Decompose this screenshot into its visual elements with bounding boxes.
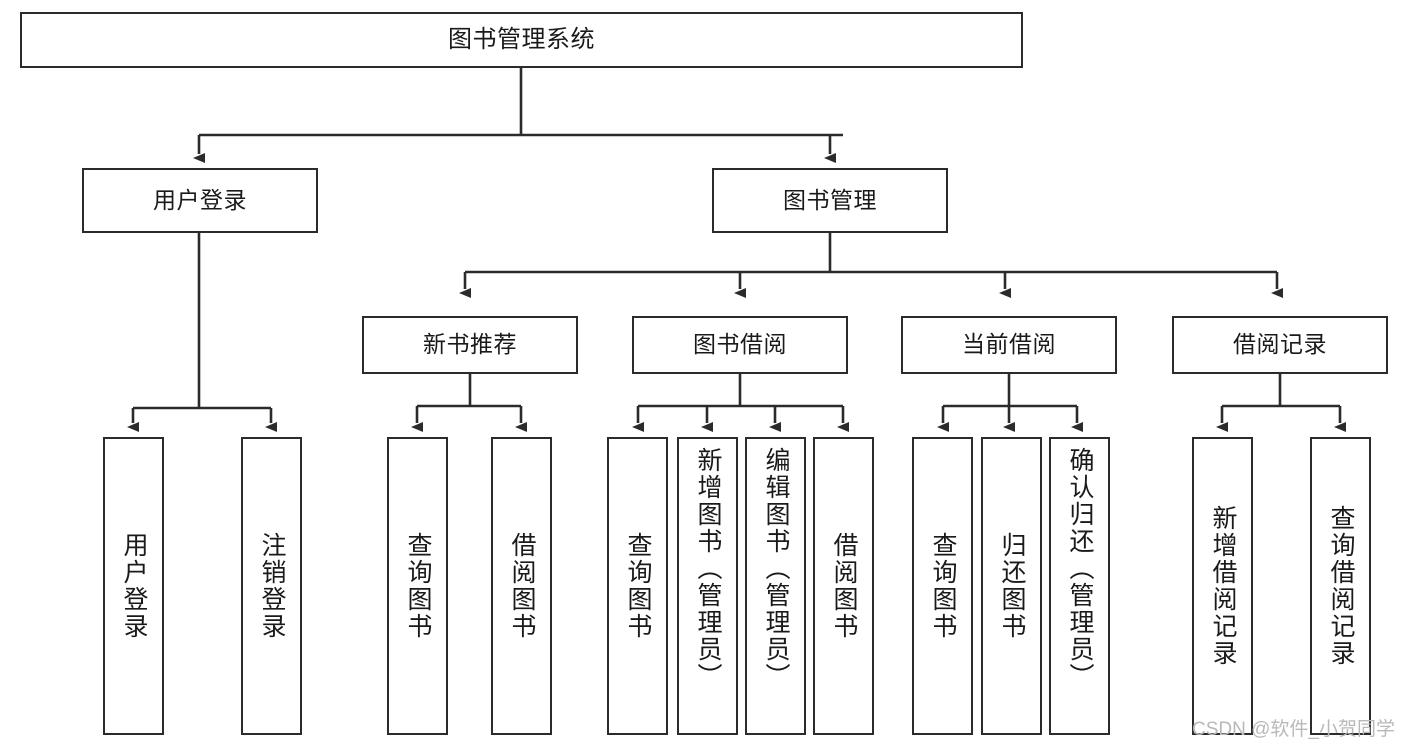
node-label: 查询图书 <box>929 532 957 640</box>
node-label: 图书借阅 <box>693 331 787 358</box>
node-label: 图书管理系统 <box>448 25 595 53</box>
node-current-borrow[interactable]: 当前借阅 <box>901 316 1117 374</box>
node-label: 借阅图书 <box>508 532 536 640</box>
leaf-new-book-borrow[interactable]: 借阅图书 <box>491 437 552 735</box>
leaf-user-login-login[interactable]: 用户登录 <box>103 437 164 735</box>
node-new-book-recommend[interactable]: 新书推荐 <box>362 316 578 374</box>
node-label: 新增图书（管理员） <box>694 447 722 690</box>
node-label: 用户登录 <box>120 532 148 640</box>
leaf-new-book-query[interactable]: 查询图书 <box>387 437 448 735</box>
leaf-user-login-logout[interactable]: 注销登录 <box>241 437 302 735</box>
node-label: 新书推荐 <box>423 331 517 358</box>
node-book-borrow[interactable]: 图书借阅 <box>632 316 848 374</box>
leaf-book-borrow-edit[interactable]: 编辑图书（管理员） <box>745 437 806 735</box>
node-label: 查询图书 <box>624 532 652 640</box>
leaf-current-borrow-query[interactable]: 查询图书 <box>912 437 973 735</box>
node-label: 确认归还（管理员） <box>1066 447 1094 690</box>
leaf-book-borrow-lend[interactable]: 借阅图书 <box>813 437 874 735</box>
node-label: 注销登录 <box>258 532 286 640</box>
node-label: 借阅图书 <box>830 532 858 640</box>
node-label: 归还图书 <box>998 532 1026 640</box>
leaf-borrow-record-add[interactable]: 新增借阅记录 <box>1192 437 1253 735</box>
node-label: 编辑图书（管理员） <box>762 447 790 690</box>
node-label: 查询图书 <box>404 532 432 640</box>
node-label: 当前借阅 <box>962 331 1056 358</box>
leaf-book-borrow-add[interactable]: 新增图书（管理员） <box>677 437 738 735</box>
node-root[interactable]: 图书管理系统 <box>20 12 1023 68</box>
leaf-book-borrow-query[interactable]: 查询图书 <box>607 437 668 735</box>
node-label: 借阅记录 <box>1233 331 1327 358</box>
leaf-current-borrow-confirm[interactable]: 确认归还（管理员） <box>1049 437 1110 735</box>
node-user-login[interactable]: 用户登录 <box>82 168 318 233</box>
node-label: 用户登录 <box>153 186 247 213</box>
node-label: 图书管理 <box>783 186 877 213</box>
node-borrow-record[interactable]: 借阅记录 <box>1172 316 1388 374</box>
leaf-current-borrow-return[interactable]: 归还图书 <box>981 437 1042 735</box>
watermark-text: CSDN @软件_小贺同学 <box>1192 719 1395 740</box>
node-label: 新增借阅记录 <box>1209 505 1237 667</box>
node-label: 查询借阅记录 <box>1327 505 1355 667</box>
node-book-management[interactable]: 图书管理 <box>712 168 948 233</box>
leaf-borrow-record-query[interactable]: 查询借阅记录 <box>1310 437 1371 735</box>
